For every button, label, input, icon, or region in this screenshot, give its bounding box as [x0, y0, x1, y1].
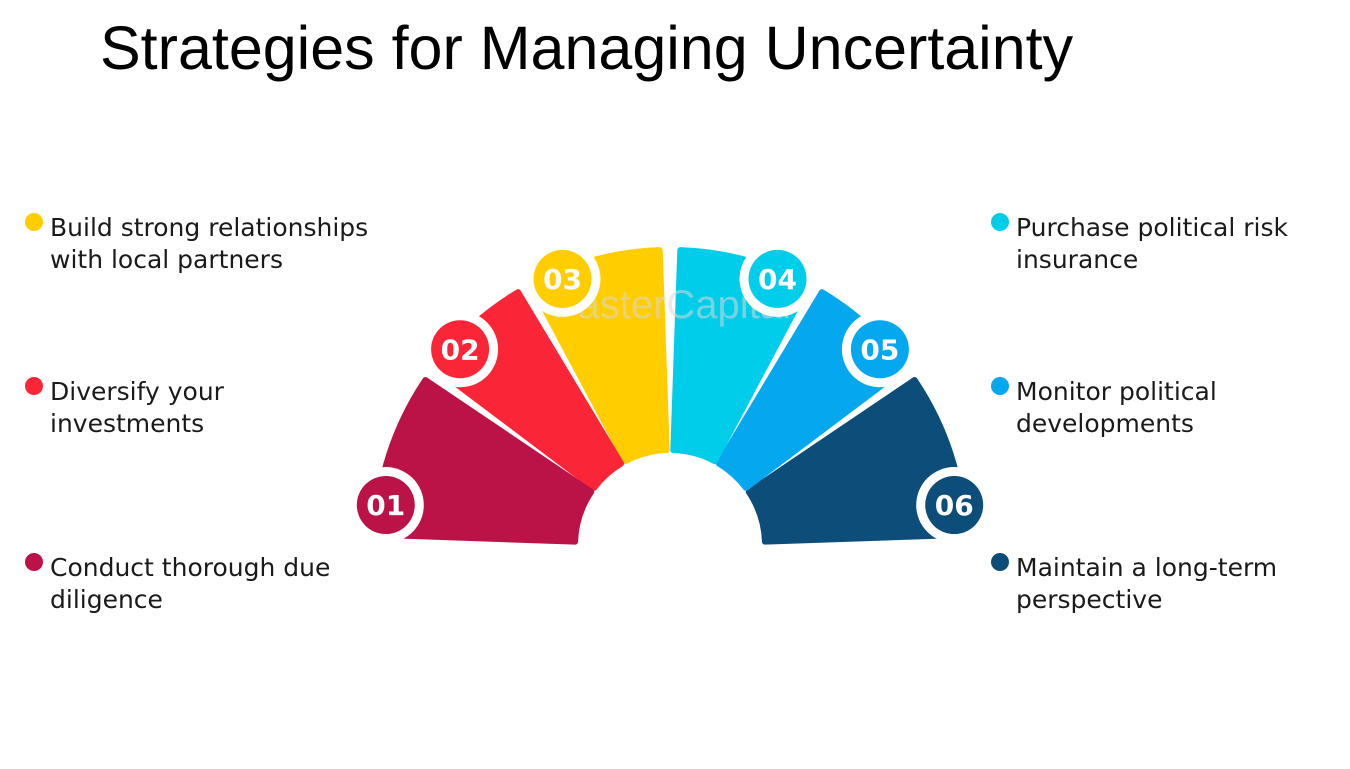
- item-05-text: Monitor political developments: [1016, 377, 1217, 438]
- page-title: Strategies for Managing Uncertainty: [100, 14, 1074, 82]
- bullet-dot: [991, 377, 1009, 395]
- badge-circle-04: [748, 249, 807, 308]
- badge-circle-05: [850, 320, 909, 379]
- item-06-long-term: Maintain a long-term perspective: [991, 552, 1336, 616]
- badge-number-06: 06: [935, 489, 974, 522]
- bullet-dot: [25, 377, 43, 395]
- item-04-insurance: Purchase political risk insurance: [991, 212, 1336, 276]
- item-03-build-relationships: Build strong relationships with local pa…: [25, 212, 370, 276]
- badge-circle-03: [533, 249, 592, 308]
- badge-circle-01: [356, 476, 415, 535]
- badge-number-03: 03: [543, 263, 582, 296]
- badge-circle-02: [431, 320, 490, 379]
- badge-number-01: 01: [366, 489, 405, 522]
- item-01-text: Conduct thorough due diligence: [50, 553, 331, 614]
- item-04-text: Purchase political risk insurance: [1016, 213, 1288, 274]
- bullet-dot: [991, 553, 1009, 571]
- item-02-text: Diversify your investments: [50, 377, 224, 438]
- bullet-dot: [25, 213, 43, 231]
- item-03-text: Build strong relationships with local pa…: [50, 213, 369, 274]
- badge-number-04: 04: [758, 263, 797, 296]
- badge-circle-06: [925, 476, 984, 535]
- badge-number-02: 02: [441, 333, 480, 366]
- bullet-dot: [991, 213, 1009, 231]
- item-05-monitor: Monitor political developments: [991, 376, 1336, 440]
- badge-number-05: 05: [860, 333, 899, 366]
- item-01-due-diligence: Conduct thorough due diligence: [25, 552, 370, 616]
- item-06-text: Maintain a long-term perspective: [1016, 553, 1278, 614]
- bullet-dot: [25, 553, 43, 571]
- item-02-diversify: Diversify your investments: [25, 376, 370, 440]
